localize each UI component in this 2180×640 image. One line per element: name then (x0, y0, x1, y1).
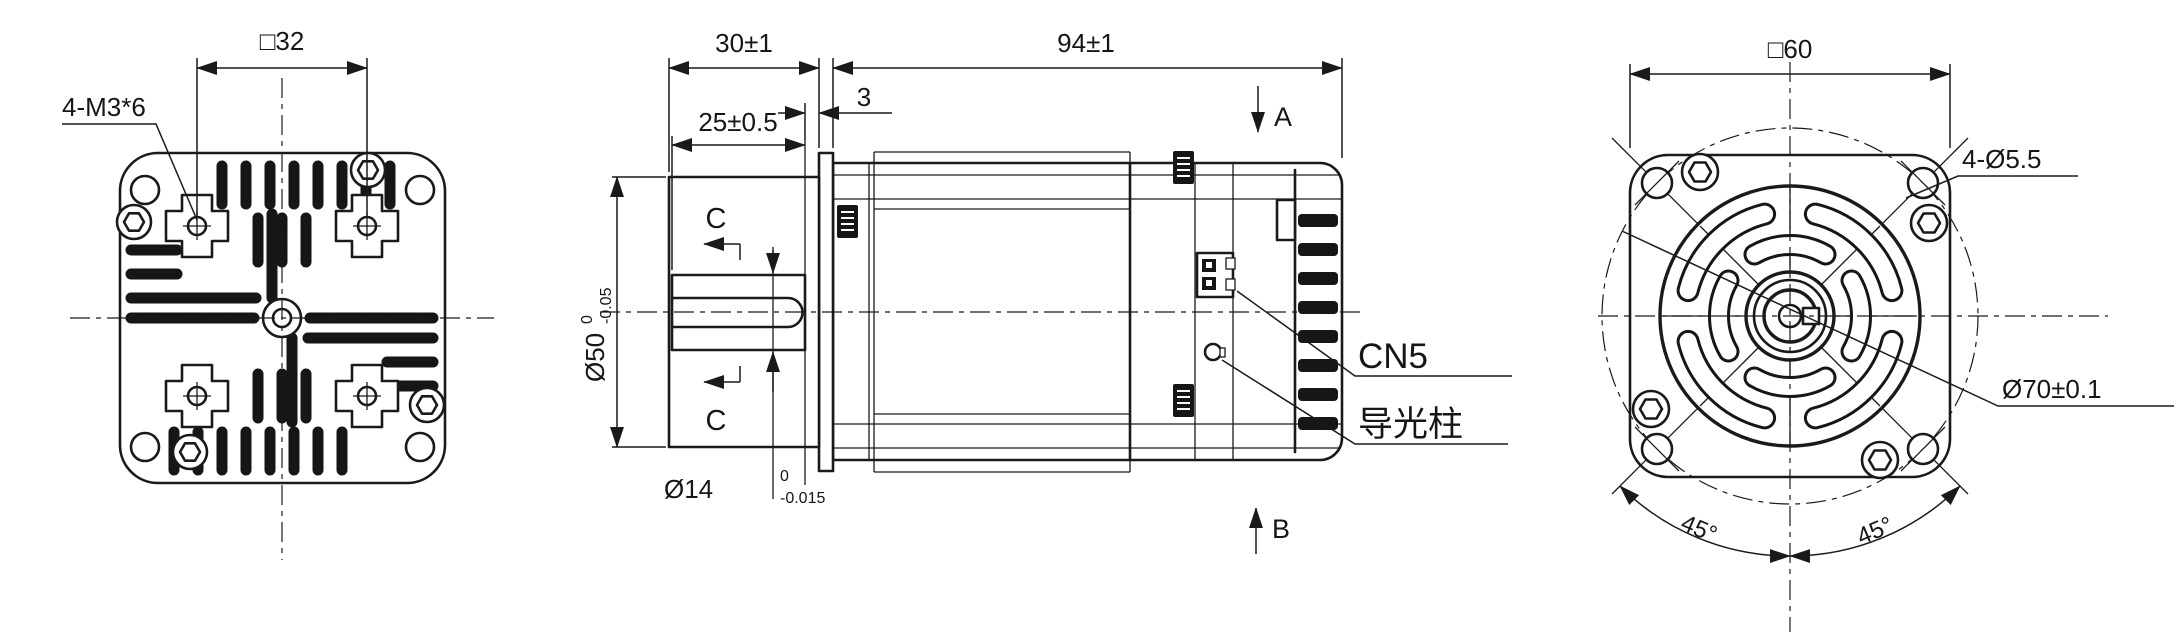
dim-square-60: □60 (1629, 34, 1951, 148)
mount-holes (1634, 160, 1946, 472)
cn5-text: CN5 (1358, 337, 1428, 376)
dim-text-d14: Ø14 (664, 474, 713, 504)
hex-socket-screw (171, 433, 209, 471)
bolt-circle-text: Ø70±0.1 (2002, 374, 2102, 404)
dim-text-square32: □32 (260, 26, 305, 56)
dim-text-d14-tol-lower: -0.015 (780, 490, 825, 507)
dim-94: 94±1 (832, 28, 1343, 158)
dim-text-94: 94±1 (1057, 28, 1115, 58)
label-d70: Ø70±0.1 (1621, 230, 2174, 407)
endcap-step (1275, 198, 1297, 242)
label-4-m3x6: 4-M3*6 (62, 92, 198, 221)
dim-text-30: 30±1 (715, 28, 773, 58)
corner-hole (129, 431, 161, 463)
label-4-d5-5: 4-Ø5.5 (1905, 144, 2078, 199)
dim-3: 3 (778, 82, 892, 140)
endcap-fins (1298, 214, 1338, 430)
bottom-rib-cap (873, 460, 1131, 473)
section-letter-bottom: C (706, 405, 727, 437)
light-pipe-text: 导光柱 (1358, 405, 1463, 444)
corner-hole (404, 431, 436, 463)
dim-text-d50-tol-upper: 0 (579, 315, 596, 324)
dim-d14: Ø14 0 -0.015 (664, 247, 825, 507)
view-arrow-a: A (1251, 86, 1292, 133)
dim-text-25: 25±0.5 (698, 107, 777, 137)
bottom-rib-lines (833, 413, 1342, 449)
dim-square-32: □32 (196, 26, 368, 218)
cn5-connector (1195, 251, 1236, 299)
side-view: 30±1 94±1 3 25±0.5 Ø50 0 -0. (579, 28, 1512, 554)
hex-socket-screw (1860, 440, 1900, 480)
hex-socket-screw (349, 151, 387, 189)
hex-socket-screw (1680, 152, 1720, 192)
hex-socket-screw (1909, 203, 1949, 243)
angle-text-right: 45° (1853, 512, 1897, 551)
body-screw (1172, 383, 1195, 418)
corner-hole (404, 174, 436, 206)
label-light-pipe: 导光柱 (1221, 359, 1508, 445)
dim-angle-right: 45° (1789, 485, 1961, 564)
dim-text-square60: □60 (1768, 34, 1813, 64)
front-view: □60 4-Ø5.5 Ø70±0.1 45° 45° (1598, 34, 2174, 632)
top-rib-cap (873, 151, 1131, 163)
dim-text-3: 3 (857, 82, 871, 112)
hex-socket-screw (115, 203, 153, 241)
dim-d50: Ø50 0 -0.05 (579, 176, 666, 448)
outer-arc-slots (1676, 202, 1904, 430)
view-arrow-b: B (1249, 507, 1290, 554)
section-mark-top: C (703, 203, 741, 260)
view-letter-b: B (1272, 514, 1290, 544)
section-mark-bottom: C (703, 366, 741, 437)
angle-text-left: 45° (1677, 510, 1721, 549)
dim-angle-left: 45° (1619, 485, 1791, 564)
view-letter-a: A (1274, 102, 1292, 132)
top-rib-lines (833, 174, 1342, 210)
section-letter-top: C (706, 203, 727, 235)
dim-25: 25±0.5 (671, 107, 806, 270)
body-screw (836, 204, 859, 239)
rear-view: □32 4-M3*6 (62, 26, 494, 560)
dim-text-d50: Ø50 (580, 333, 610, 382)
dim-30: 30±1 (668, 28, 820, 172)
light-pipe (1203, 342, 1226, 362)
mount-holes-text: 4-Ø5.5 (1962, 144, 2042, 174)
label-cn5: CN5 (1236, 290, 1512, 377)
hex-socket-screw (408, 386, 446, 424)
body-screw (1172, 150, 1195, 185)
dim-text-d50-tol-lower: -0.05 (598, 287, 615, 324)
hex-socket-screw (1631, 389, 1671, 429)
thread-label-text: 4-M3*6 (62, 92, 146, 122)
dim-text-d14-tol-upper: 0 (780, 468, 789, 485)
corner-hole (129, 174, 161, 206)
